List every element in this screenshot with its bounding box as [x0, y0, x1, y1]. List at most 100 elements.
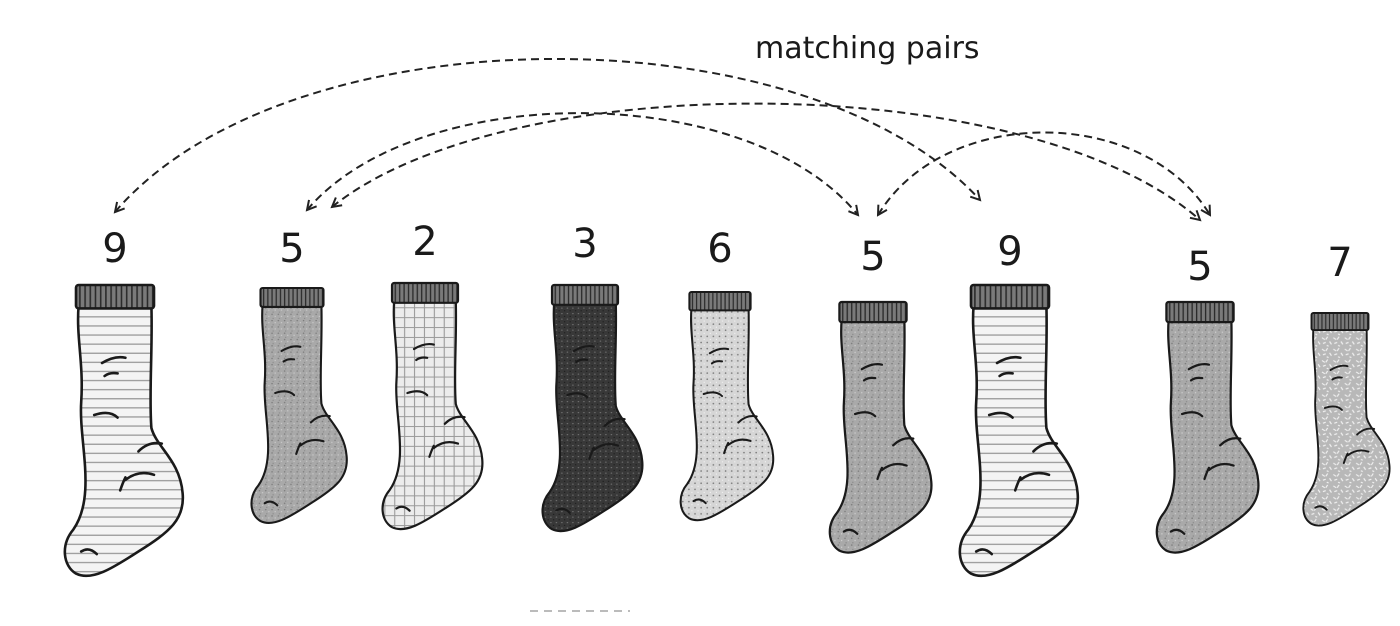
sock-row — [63, 281, 1391, 578]
fold-mark — [723, 441, 730, 455]
fold-mark — [1356, 427, 1376, 436]
fold-mark — [727, 438, 752, 447]
fold-mark — [860, 363, 884, 371]
fold-mark — [987, 411, 1014, 419]
sock-cuff — [1310, 312, 1370, 332]
pair-arrows — [115, 57, 1210, 220]
sock-number-label: 7 — [1327, 240, 1352, 286]
fold-mark — [1032, 441, 1059, 453]
fold-mark — [280, 345, 302, 353]
fold-mark — [428, 444, 435, 458]
fold-mark — [853, 411, 877, 418]
fold-mark — [395, 505, 411, 512]
fold-mark — [995, 355, 1022, 365]
fold-mark — [575, 358, 589, 364]
fold-mark — [100, 355, 127, 365]
fold-mark — [1314, 505, 1328, 511]
fold-mark — [1329, 364, 1349, 371]
fold-mark — [412, 342, 435, 351]
fold-mark — [1323, 405, 1343, 411]
fold-mark — [842, 528, 859, 535]
sock-number-label: 5 — [279, 226, 304, 272]
sock-number-label: 2 — [412, 219, 437, 265]
pair-arrow — [115, 57, 980, 212]
fold-mark — [603, 417, 626, 427]
fold-mark — [592, 443, 620, 452]
fold-mark — [974, 548, 994, 556]
sock-body — [541, 301, 644, 533]
sock-body — [1302, 327, 1391, 527]
fold-mark — [1013, 476, 1022, 492]
fold-mark — [137, 441, 164, 453]
pair-arrow — [307, 112, 858, 215]
fold-mark — [710, 360, 724, 365]
sock-number-label: 9 — [997, 229, 1022, 275]
sock-body — [828, 318, 933, 554]
sock-6 — [828, 300, 933, 554]
sock-body — [381, 299, 484, 531]
sock-number-label: 5 — [1187, 244, 1212, 290]
fold-mark — [124, 471, 156, 482]
fold-mark — [263, 500, 279, 507]
fold-mark — [309, 414, 331, 424]
fold-mark — [737, 415, 758, 424]
caption-text: matching pairs — [755, 31, 980, 66]
sock-8 — [1155, 300, 1260, 554]
sock-number-label: 3 — [572, 221, 597, 267]
sock-labels: 9 5 2 3 6 5 9 5 7 — [102, 219, 1352, 290]
sock-cuff — [74, 283, 156, 310]
fold-mark — [1331, 376, 1343, 381]
fold-mark — [415, 356, 429, 362]
fold-mark — [1180, 411, 1204, 418]
sock-9 — [1302, 312, 1391, 527]
sock-cuff — [688, 290, 752, 312]
fold-mark — [274, 390, 296, 397]
sock-cuff — [550, 283, 620, 306]
sock-5 — [679, 290, 775, 522]
sock-1 — [63, 283, 185, 578]
sock-body — [958, 304, 1080, 578]
fold-mark — [92, 411, 119, 419]
fold-mark — [1189, 376, 1204, 382]
fold-mark — [572, 344, 595, 353]
fold-mark — [555, 507, 571, 514]
sock-body — [1155, 318, 1260, 554]
fold-mark — [1019, 471, 1051, 482]
sock-number-label: 9 — [102, 226, 127, 272]
fold-mark — [702, 391, 724, 398]
sock-cuff — [1165, 300, 1235, 324]
fold-mark — [1169, 528, 1186, 535]
fold-mark — [432, 441, 460, 450]
fold-mark — [1342, 452, 1349, 465]
sock-body — [250, 303, 348, 524]
pair-arrow — [332, 102, 1200, 220]
fold-mark — [1187, 363, 1211, 371]
sock-body — [679, 307, 775, 522]
sock-2 — [250, 286, 348, 524]
fold-mark — [880, 462, 908, 472]
sock-4 — [541, 283, 644, 533]
fold-mark — [862, 376, 877, 382]
sock-3 — [381, 281, 484, 531]
pair-arrow — [878, 131, 1210, 216]
sock-body — [63, 304, 185, 578]
fold-mark — [892, 437, 915, 447]
fold-mark — [692, 498, 707, 505]
fold-mark — [1346, 449, 1370, 457]
fold-mark — [1203, 466, 1211, 481]
sock-cuff — [838, 300, 908, 324]
fold-mark — [1219, 437, 1242, 447]
fold-mark — [588, 446, 595, 460]
fold-mark — [876, 466, 884, 481]
fold-mark — [295, 442, 302, 455]
fold-mark — [566, 392, 589, 399]
sock-cuff — [259, 286, 325, 308]
fold-mark — [998, 371, 1014, 378]
sock-cuff — [390, 281, 460, 304]
sock-cuff — [969, 283, 1051, 310]
sock-number-label: 5 — [860, 234, 885, 280]
sock-number-label: 6 — [707, 226, 732, 272]
fold-mark — [1207, 462, 1235, 472]
